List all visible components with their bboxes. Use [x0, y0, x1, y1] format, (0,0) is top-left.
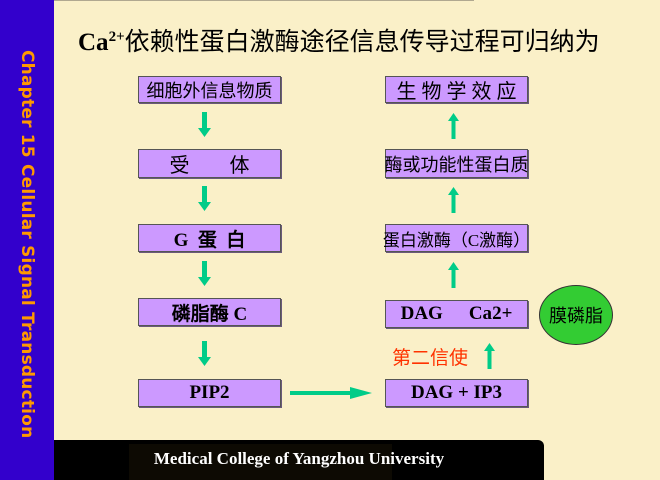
title-calcium: Ca — [78, 29, 109, 56]
box-label: 蛋白激酶（C激酶） — [382, 230, 531, 250]
arrow-right-icon — [290, 387, 372, 399]
box-protein-kinase-c: 蛋白激酶（C激酶） — [382, 224, 531, 252]
arrow-down-icon — [198, 112, 211, 137]
box-label: 酶或功能性蛋白质 — [384, 154, 529, 175]
box-g-protein: G 蛋 白 — [138, 224, 281, 252]
sidebar: Chapter 15 Cellular Signal Transduction — [0, 0, 54, 480]
arrow-up-icon — [484, 343, 495, 369]
box-biological-effect: 生 物 学 效 应 — [385, 76, 528, 103]
box-receptor: 受 体 — [138, 149, 281, 178]
oval-label: 膜磷脂 — [549, 306, 603, 326]
arrow-up-icon — [448, 187, 459, 213]
box-label: G 蛋 白 — [173, 229, 246, 251]
box-label: 生 物 学 效 应 — [396, 81, 517, 103]
slide-title: Ca2+依赖性蛋白激酶途径信息传导过程可归纳为 — [78, 22, 600, 58]
chapter-title: Chapter 15 Cellular Signal Transduction — [17, 50, 37, 439]
box-label: DAG + IP — [410, 382, 493, 403]
title-superscript: 2+ — [108, 29, 125, 45]
title-text: 依赖性蛋白激酶途径信息传导过程可归纳为 — [124, 29, 600, 56]
second-messenger-label: 第二信使 — [392, 348, 469, 369]
box-label: 磷脂酶 C — [171, 303, 248, 325]
footer-text: Medical College of Yangzhou University — [153, 449, 445, 468]
box-label-ca: Ca — [468, 303, 493, 324]
arrow-up-icon — [448, 262, 459, 288]
box-label: 受 体 — [169, 155, 250, 177]
box-label-dag: DAG — [400, 303, 443, 324]
footer-inner-panel — [129, 444, 392, 480]
footer-bar: Medical College of Yangzhou University — [54, 440, 544, 480]
box-label: PIP — [189, 382, 221, 403]
box-label: 细胞外信息物质 — [146, 80, 273, 101]
box-phospholipase-c: 磷脂酶 C — [138, 298, 281, 326]
box-extracellular-signal: 细胞外信息物质 — [138, 76, 281, 103]
arrow-down-icon — [198, 261, 211, 286]
top-divider — [54, 0, 474, 1]
arrow-up-icon — [448, 113, 459, 139]
membrane-phospholipid-oval: 膜磷脂 — [539, 285, 613, 345]
box-enzyme-functional-protein: 酶或功能性蛋白质 — [384, 149, 529, 178]
arrow-down-icon — [198, 186, 211, 211]
arrow-down-icon — [198, 341, 211, 366]
